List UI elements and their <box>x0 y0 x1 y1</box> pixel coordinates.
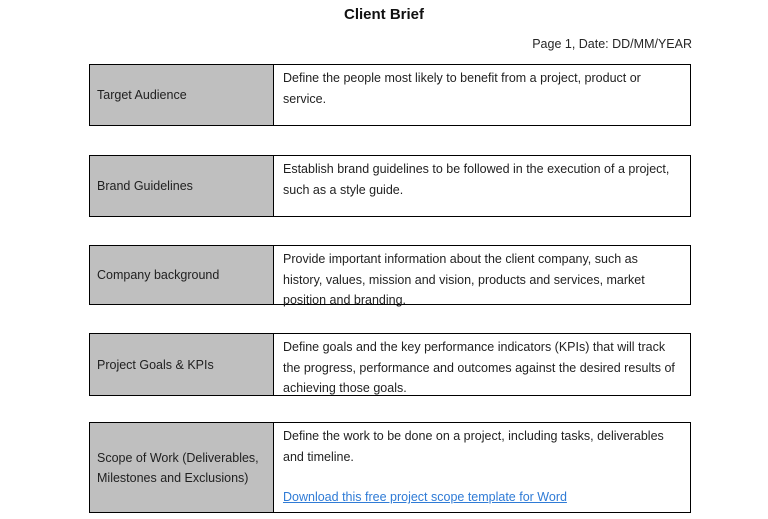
row-description-text: Define goals and the key performance ind… <box>283 340 675 395</box>
row-label-brand-guidelines: Brand Guidelines <box>90 156 274 216</box>
table-row: Brand Guidelines Establish brand guideli… <box>89 155 691 217</box>
table-row: Target Audience Define the people most l… <box>89 64 691 126</box>
row-description-cell: Provide important information about the … <box>274 246 690 307</box>
row-label-company-background: Company background <box>90 246 274 304</box>
row-description-cell: Define the work to be done on a project,… <box>274 423 690 512</box>
row-description-text: Provide important information about the … <box>283 252 645 307</box>
download-scope-template-link[interactable]: Download this free project scope templat… <box>283 490 567 504</box>
row-link-line: Download this free project scope templat… <box>283 487 680 508</box>
row-description-text: Define the people most likely to benefit… <box>283 71 641 106</box>
table-row: Company background Provide important inf… <box>89 245 691 307</box>
row-description-text: Establish brand guidelines to be followe… <box>283 162 670 197</box>
row-label-target-audience: Target Audience <box>90 65 274 125</box>
row-description-cell: Define goals and the key performance ind… <box>274 334 690 395</box>
table-row: Project Goals & KPIs Define goals and th… <box>89 333 691 396</box>
row-description-cell: Define the people most likely to benefit… <box>274 65 690 125</box>
row-label-project-goals-kpis: Project Goals & KPIs <box>90 334 274 395</box>
table-row: Scope of Work (Deliverables, Milestones … <box>89 422 691 513</box>
row-description-cell: Establish brand guidelines to be followe… <box>274 156 690 216</box>
page-title: Client Brief <box>343 6 424 23</box>
row-description-text: Define the work to be done on a project,… <box>283 429 664 464</box>
row-label-scope-of-work: Scope of Work (Deliverables, Milestones … <box>90 423 274 512</box>
page-meta-dateline: Page 1, Date: DD/MM/YEAR <box>532 37 692 51</box>
